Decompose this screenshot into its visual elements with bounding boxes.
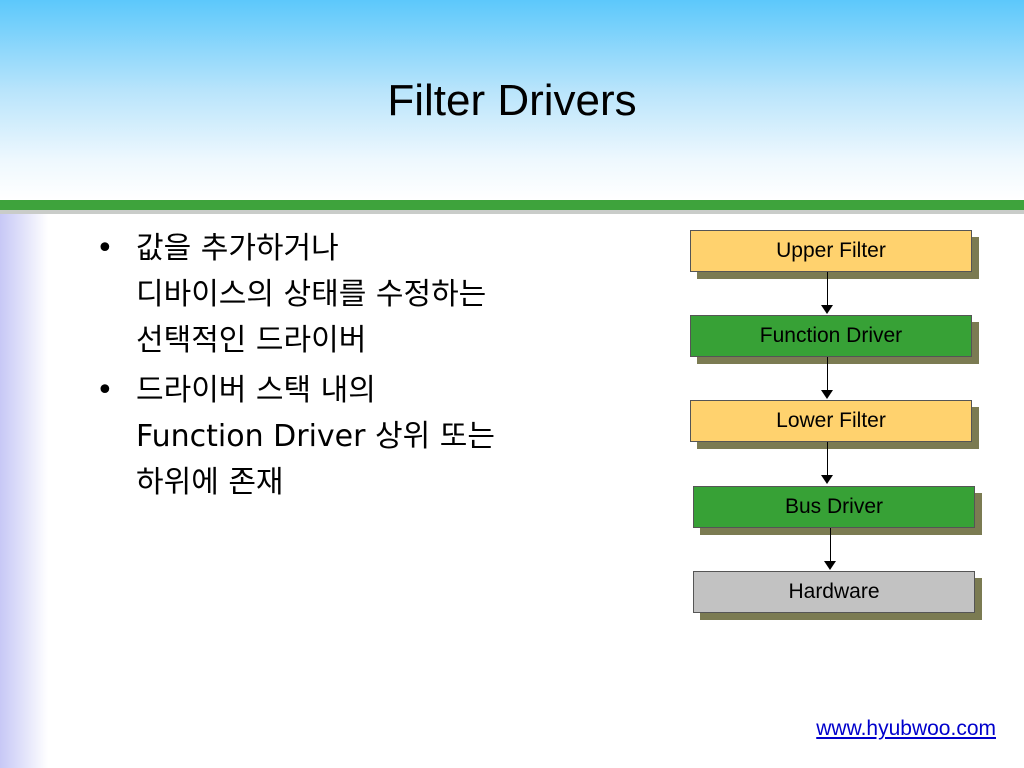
box-label: Hardware xyxy=(788,580,880,603)
header-divider xyxy=(0,200,1024,210)
hardware-box: Hardware xyxy=(693,571,975,613)
bullet-line: 값을 추가하거나 xyxy=(136,231,339,266)
arrow-line xyxy=(827,357,828,391)
header-divider-shadow xyxy=(0,210,1024,214)
box-label: Bus Driver xyxy=(784,495,884,518)
bullet-item: • 드라이버 스택 내의 Function Driver 상위 또는 하위에 존… xyxy=(88,368,668,506)
header-gradient xyxy=(0,0,1024,200)
function-driver-box: Function Driver xyxy=(690,315,972,357)
website-link[interactable]: www.hyubwoo.com xyxy=(816,717,996,740)
box-label: Function Driver xyxy=(759,324,903,347)
arrow-line xyxy=(830,528,831,562)
arrow-down-icon xyxy=(821,305,833,314)
bus-driver-box: Bus Driver xyxy=(693,486,975,528)
arrow-down-icon xyxy=(821,475,833,484)
arrow-line xyxy=(827,442,828,476)
left-accent-strip xyxy=(0,214,48,768)
upper-filter-box: Upper Filter xyxy=(690,230,972,272)
slide-title: Filter Drivers xyxy=(387,76,637,125)
bullet-line: 드라이버 스택 내의 xyxy=(136,373,376,408)
box-label: Lower Filter xyxy=(776,409,886,432)
bullet-line: 선택적인 드라이버 xyxy=(136,323,367,358)
box-label: Upper Filter xyxy=(776,239,886,262)
bullet-item: • 값을 추가하거나 디바이스의 상태를 수정하는 선택적인 드라이버 xyxy=(88,226,668,364)
bullet-line: 디바이스의 상태를 수정하는 xyxy=(136,277,487,312)
bullet-line: 하위에 존재 xyxy=(136,465,284,500)
bullet-dot-icon: • xyxy=(96,373,114,408)
arrow-down-icon xyxy=(824,561,836,570)
bullet-list: • 값을 추가하거나 디바이스의 상태를 수정하는 선택적인 드라이버 • 드라… xyxy=(88,226,668,510)
bullet-line: Function Driver 상위 또는 xyxy=(136,419,495,454)
bullet-dot-icon: • xyxy=(96,231,114,266)
arrow-line xyxy=(827,272,828,306)
lower-filter-box: Lower Filter xyxy=(690,400,972,442)
arrow-down-icon xyxy=(821,390,833,399)
